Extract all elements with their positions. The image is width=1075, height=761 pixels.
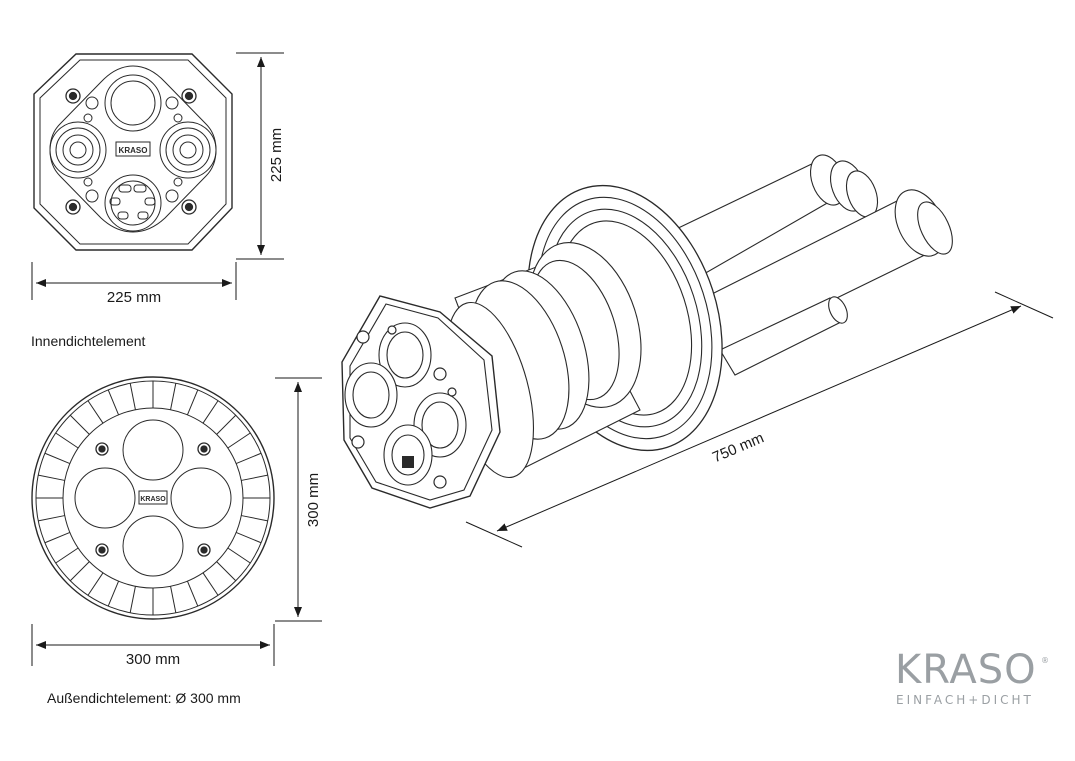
kraso-logo-word: KRASO	[895, 647, 1037, 693]
outer-seal-spoke	[87, 400, 104, 424]
outer-seal-spoke	[202, 572, 219, 596]
outer-seal-drawing	[31, 376, 275, 620]
outer-seal-spoke	[69, 414, 90, 435]
outer-seal-spoke	[216, 414, 237, 435]
outer-seal-spoke	[69, 561, 90, 582]
outer-width-label: 300 mm	[126, 651, 180, 668]
outer-seal-badge: KRASO	[140, 496, 166, 503]
outer-seal-spoke	[38, 515, 65, 522]
outer-seal-spoke	[170, 586, 177, 613]
inner-seal-badge: KRASO	[119, 146, 148, 155]
outer-seal-spoke	[241, 515, 268, 522]
inner-seal-caption: Innendichtelement	[31, 333, 146, 349]
outer-seal-spoke	[55, 547, 79, 564]
outer-seal-spoke	[202, 400, 219, 424]
outer-seal-spoke	[216, 561, 237, 582]
inner-seal-drawing	[33, 53, 233, 251]
outer-seal-spoke	[170, 383, 177, 410]
outer-seal-spoke	[186, 580, 199, 607]
outer-dimension-lines	[31, 377, 322, 666]
outer-seal-spoke	[227, 547, 251, 564]
outer-seal-spoke	[107, 389, 120, 416]
outer-seal-spoke	[44, 452, 71, 465]
length-dimension-lines	[465, 291, 1054, 548]
outer-seal-spoke	[235, 452, 262, 465]
inner-height-label: 225 mm	[268, 128, 285, 182]
outer-seal-spoke	[38, 474, 65, 481]
outer-seal-spoke	[87, 572, 104, 596]
outer-seal-spoke	[241, 474, 268, 481]
registered-mark: ®	[1041, 656, 1049, 665]
outer-seal-spoke	[227, 432, 251, 449]
inner-width-label: 225 mm	[107, 289, 161, 306]
outer-seal-spoke	[235, 531, 262, 544]
outer-seal-caption: Außendichtelement: Ø 300 mm	[47, 690, 241, 706]
outer-height-label: 300 mm	[305, 473, 322, 527]
outer-seal-spoke	[107, 580, 120, 607]
outer-seal-spoke	[186, 389, 199, 416]
kraso-logo-tagline: EINFACH+DICHT	[896, 693, 1034, 707]
outer-seal-spoke	[44, 531, 71, 544]
inner-dimension-lines	[31, 52, 284, 300]
length-label: 750 mm	[710, 429, 767, 466]
outer-seal-spoke	[129, 383, 136, 410]
outer-seal-spoke	[55, 432, 79, 449]
assembly-3d-drawing	[341, 154, 953, 509]
outer-seal-spoke	[129, 586, 136, 613]
